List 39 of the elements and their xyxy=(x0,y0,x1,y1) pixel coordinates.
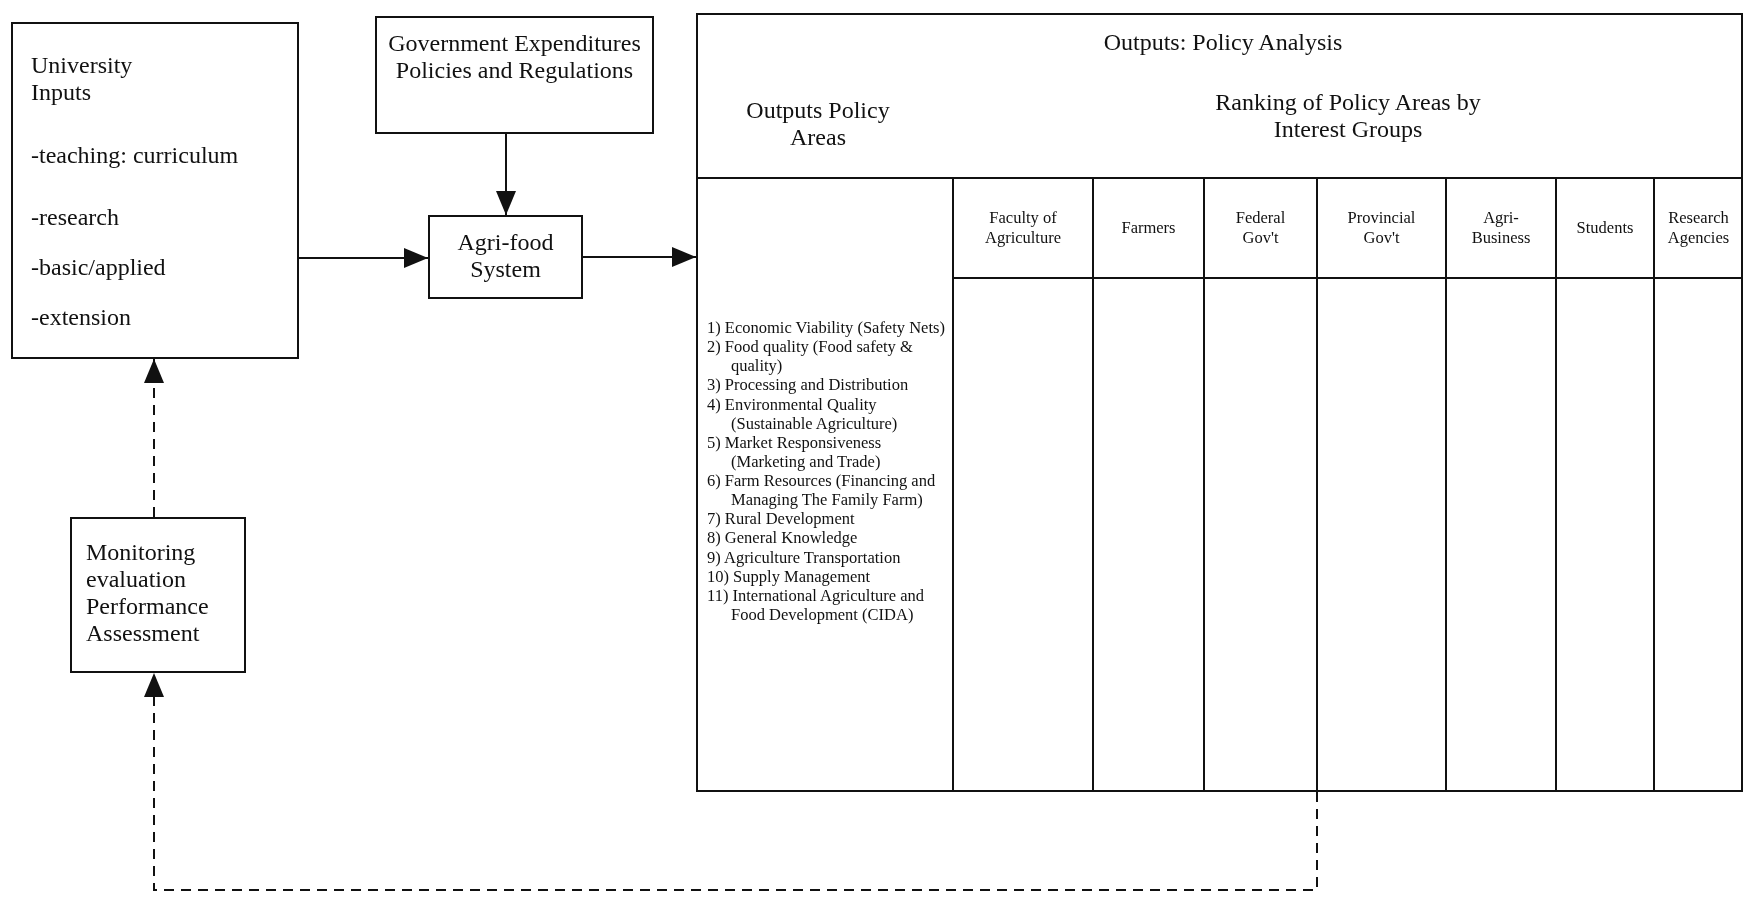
heading: University Inputs xyxy=(31,52,134,106)
column-heading: Agri-Business xyxy=(1470,208,1532,248)
process-box xyxy=(375,16,654,134)
list-item: 5) Market Responsiveness (Marketing and Trade) xyxy=(707,432,882,471)
input-box xyxy=(11,22,299,359)
dashed-arrow xyxy=(144,672,1318,891)
list-item: 1) Economic Viability (Safety Nets) xyxy=(707,318,946,338)
list-item: 6) Farm Resources (Financing and Managing The Family Farm) xyxy=(707,471,937,510)
box-label: Government Expenditures Policies and Regulations xyxy=(387,30,642,84)
process-box xyxy=(70,517,246,673)
list-item: -extension xyxy=(31,304,132,331)
box-label: Monitoring evaluation Performance Assessment xyxy=(86,539,210,647)
arrow xyxy=(496,133,516,216)
column-heading: Faculty of Agriculture xyxy=(983,208,1063,248)
list-item: 4) Environmental Quality (Sustainable Agriculture) xyxy=(707,394,899,433)
table-box xyxy=(696,13,1743,792)
list-item: -basic/applied xyxy=(31,254,167,281)
list-item: 3) Processing and Distribution xyxy=(707,375,910,395)
column-heading: Farmers xyxy=(1121,218,1176,238)
list-item: 8) General Knowledge xyxy=(707,528,859,548)
list-item: 10) Supply Management xyxy=(707,566,871,586)
list-item: 9) Agriculture Transportation xyxy=(707,547,902,567)
arrow xyxy=(582,247,697,267)
list-item: -research xyxy=(31,204,120,231)
process-box xyxy=(428,215,583,299)
box-label: Agri-food System xyxy=(456,229,555,283)
column-heading: Federal Gov't xyxy=(1234,208,1287,248)
dashed-arrow xyxy=(144,358,164,518)
column-heading: Provincial Gov't xyxy=(1346,208,1417,248)
column-heading: Outputs Policy Areas xyxy=(745,97,891,151)
list-item: -teaching: curriculum xyxy=(31,142,240,169)
column-heading: Research Agencies xyxy=(1666,208,1731,248)
column-heading: Ranking of Policy Areas by Interest Groups xyxy=(1214,89,1482,143)
list-item: 11) International Agriculture and Food Development (CIDA) xyxy=(707,585,926,624)
list-item: 7) Rural Development xyxy=(707,509,856,529)
list-item: 2) Food quality (Food safety & quality) xyxy=(707,337,914,376)
table-title: Outputs: Policy Analysis xyxy=(1102,29,1344,56)
column-heading: Students xyxy=(1576,218,1634,238)
arrow xyxy=(298,248,429,268)
